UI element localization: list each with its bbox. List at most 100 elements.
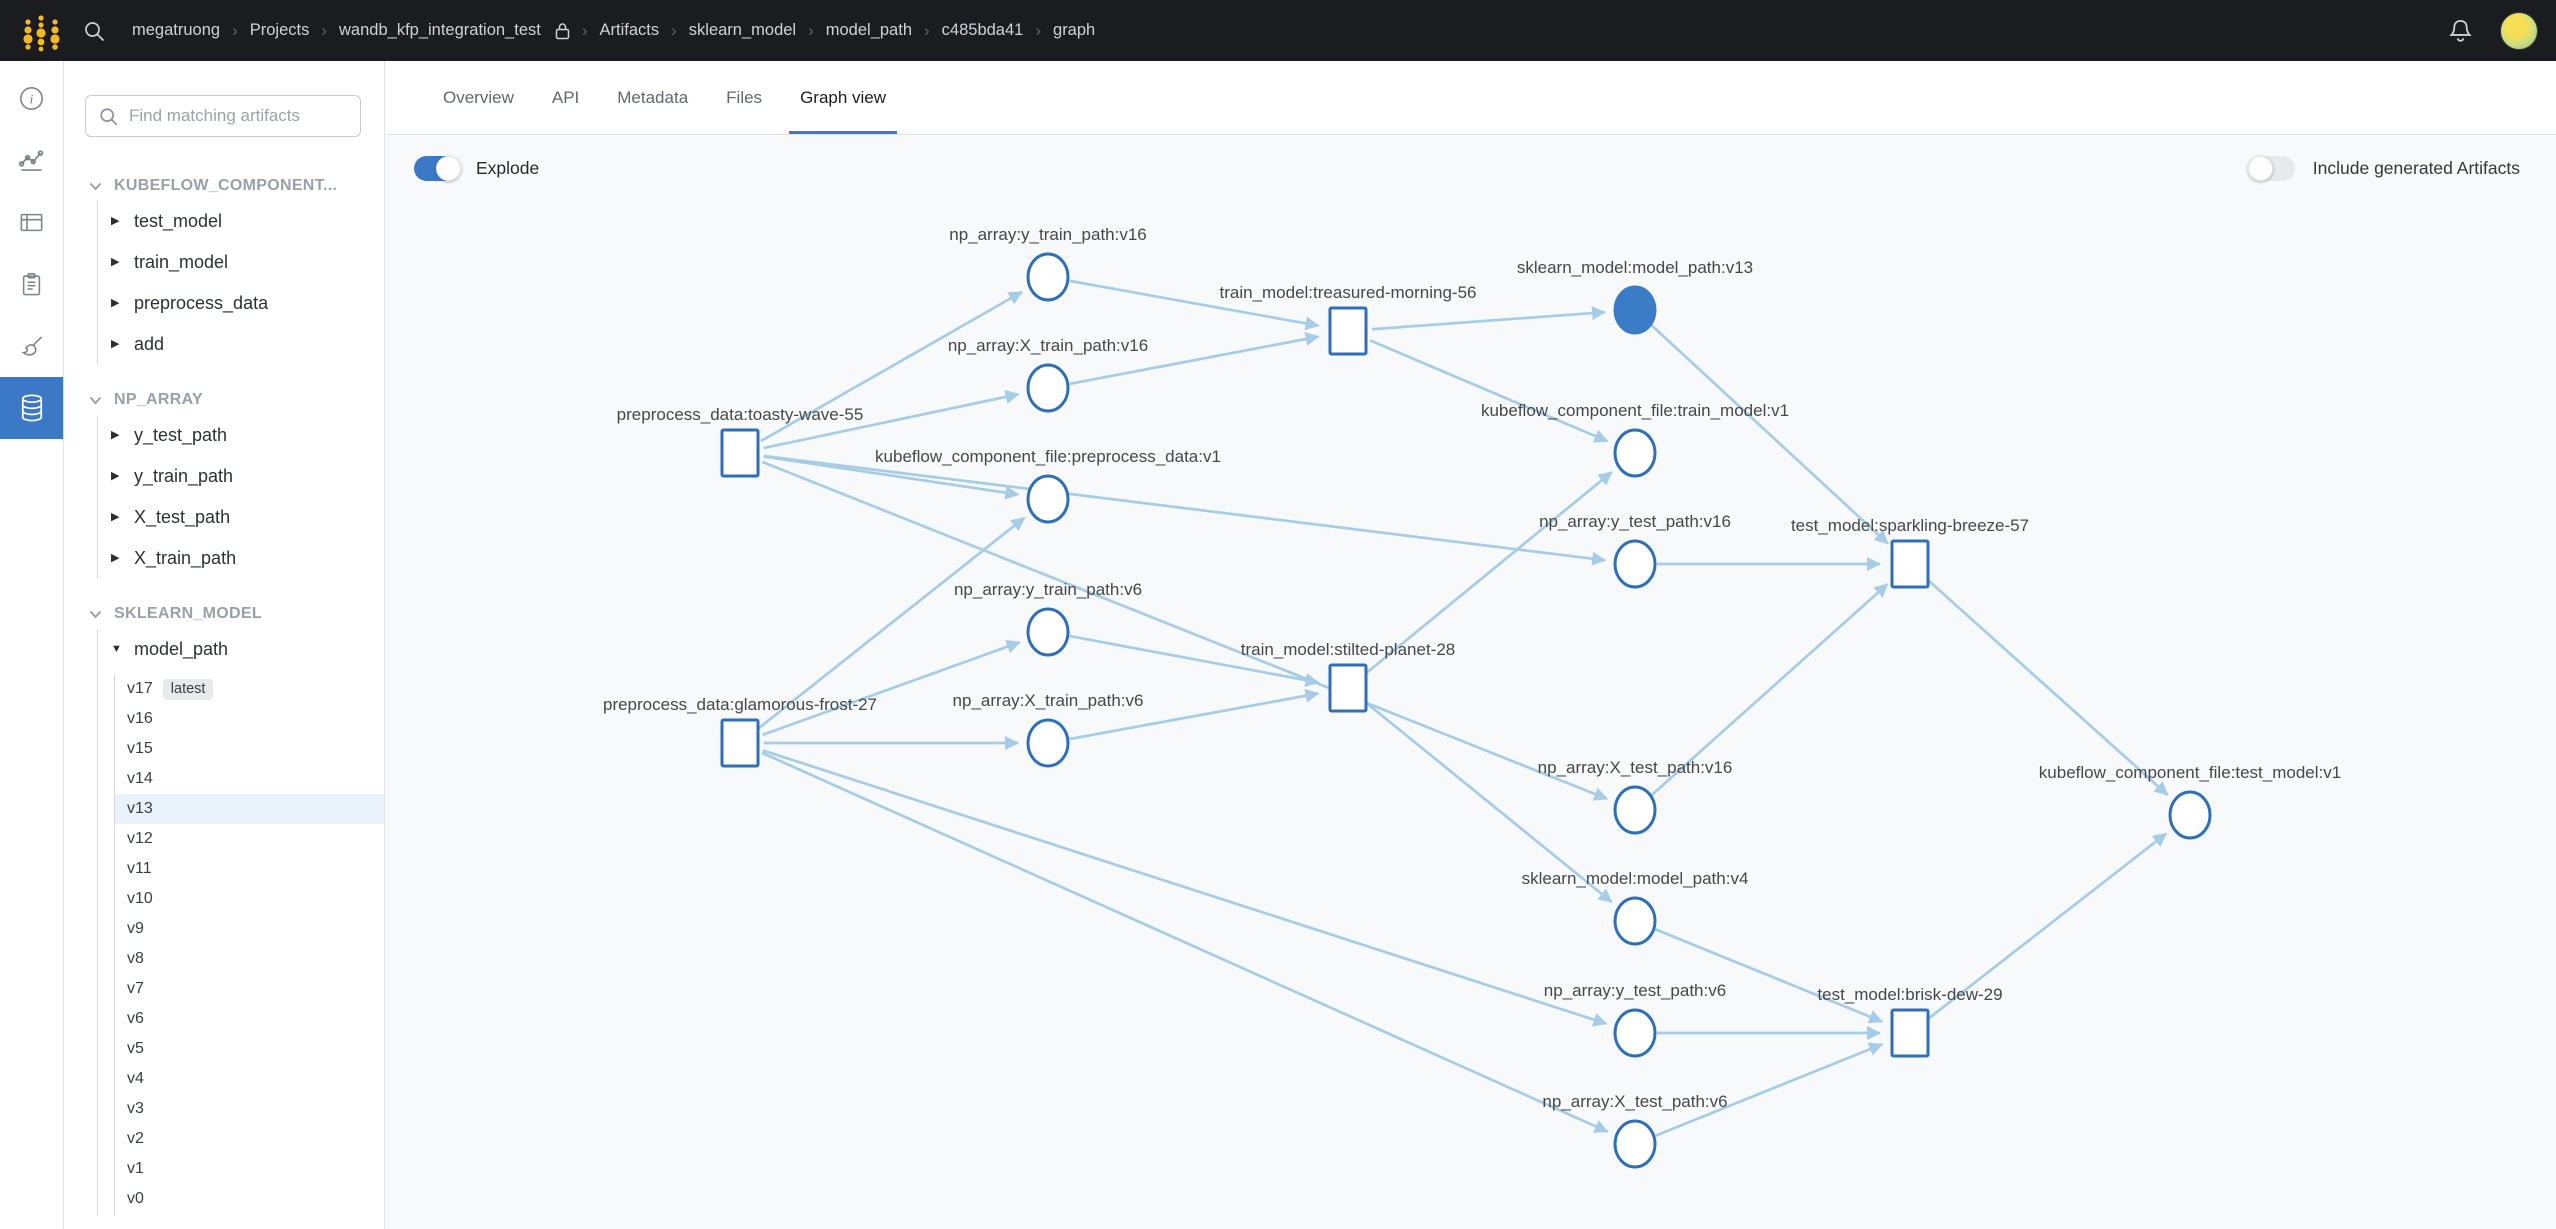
explode-toggle[interactable] [414, 155, 461, 181]
tab-files[interactable]: Files [726, 87, 763, 107]
version-item-v0[interactable]: v0 [115, 1184, 384, 1214]
wandb-logo[interactable] [18, 9, 66, 53]
tree-section-header[interactable]: SKLEARN_MODEL [64, 601, 384, 627]
run-node-shape [1890, 1008, 1930, 1058]
graph-edge-y_train6-stilted [1069, 634, 1320, 687]
version-item-v8[interactable]: v8 [115, 944, 384, 974]
graph-node-stilted[interactable]: train_model:stilted-planet-28 [1241, 640, 1456, 713]
tree-section-header[interactable]: NP_ARRAY [64, 387, 384, 413]
tree-item-y_train_path[interactable]: ▶y_train_path [98, 456, 384, 497]
graph-node-kf_pre[interactable]: kubeflow_component_file:preprocess_data:… [875, 447, 1221, 524]
graph-node-x_train16[interactable]: np_array:X_train_path:v16 [948, 336, 1148, 413]
tab-overview[interactable]: Overview [443, 87, 514, 107]
triangle-down-icon: ▼ [111, 643, 122, 655]
chevron-down-icon [89, 610, 102, 618]
broom-icon [21, 335, 43, 356]
graph-node-x_test6[interactable]: np_array:X_test_path:v6 [1542, 1092, 1728, 1169]
version-item-v6[interactable]: v6 [115, 1004, 384, 1034]
notifications-bell-icon[interactable] [2447, 17, 2474, 45]
version-item-v3[interactable]: v3 [115, 1094, 384, 1124]
artifact-search[interactable] [85, 95, 361, 137]
breadcrumb-item[interactable]: sklearn_model [688, 21, 797, 39]
graph-node-y_train6[interactable]: np_array:y_train_path:v6 [954, 580, 1142, 657]
tree-item-X_train_path[interactable]: ▶X_train_path [98, 538, 384, 579]
breadcrumb-item[interactable]: Projects [249, 21, 310, 39]
tree-item-X_test_path[interactable]: ▶X_test_path [98, 497, 384, 538]
sidebar-item-tables[interactable] [0, 191, 63, 253]
graph-node-label: np_array:y_test_path:v16 [1539, 512, 1731, 531]
tab-graph-view[interactable]: Graph view [789, 61, 898, 134]
breadcrumb-item[interactable]: c485bda41 [941, 21, 1024, 39]
breadcrumb-item[interactable]: model_path [825, 21, 912, 39]
version-item-v13[interactable]: v13 [115, 794, 384, 824]
tree-item-test_model[interactable]: ▶test_model [98, 201, 384, 242]
graph-node-y_train16[interactable]: np_array:y_train_path:v16 [949, 225, 1147, 302]
breadcrumb-item[interactable]: Artifacts [599, 21, 660, 39]
lock-icon [555, 22, 570, 39]
version-item-v15[interactable]: v15 [115, 734, 384, 764]
version-item-v4[interactable]: v4 [115, 1064, 384, 1094]
version-item-v16[interactable]: v16 [115, 704, 384, 734]
tree-item-model_path[interactable]: ▼ model_path [98, 629, 384, 670]
graph-node-model13[interactable]: sklearn_model:model_path:v13 [1517, 258, 1753, 335]
graph-node-label: np_array:X_test_path:v6 [1542, 1092, 1727, 1111]
version-item-v9[interactable]: v9 [115, 914, 384, 944]
graph-node-label: np_array:X_test_path:v16 [1538, 758, 1733, 777]
graph-node-model4[interactable]: sklearn_model:model_path:v4 [1522, 869, 1749, 946]
version-item-v2[interactable]: v2 [115, 1124, 384, 1154]
tree-item-y_test_path[interactable]: ▶y_test_path [98, 415, 384, 456]
version-item-v12[interactable]: v12 [115, 824, 384, 854]
graph-node-label: train_model:stilted-planet-28 [1241, 640, 1456, 659]
breadcrumb-item[interactable]: graph [1053, 21, 1096, 39]
graph-node-kf_test[interactable]: kubeflow_component_file:test_model:v1 [2039, 763, 2341, 840]
sidebar-item-sweeps[interactable] [0, 315, 63, 377]
graph-node-kf_train[interactable]: kubeflow_component_file:train_model:v1 [1481, 401, 1789, 478]
version-label: v10 [127, 890, 153, 907]
graph-node-treasured[interactable]: train_model:treasured-morning-56 [1219, 283, 1477, 356]
graph-node-brisk[interactable]: test_model:brisk-dew-29 [1817, 985, 2003, 1058]
graph-edge-stilted-model4 [1365, 702, 1613, 904]
tree-section-items: ▶test_model▶train_model▶preprocess_data▶… [97, 201, 384, 365]
version-label: v17 [127, 680, 153, 697]
sidebar-item-charts[interactable] [0, 129, 63, 191]
tree-item-train_model[interactable]: ▶train_model [98, 242, 384, 283]
tab-api[interactable]: API [551, 87, 580, 107]
sidebar-item-reports[interactable] [0, 253, 63, 315]
search-icon[interactable] [82, 19, 106, 43]
graph-node-x_test16[interactable]: np_array:X_test_path:v16 [1538, 758, 1733, 835]
latest-badge: latest [162, 678, 214, 700]
sidebar-item-overview[interactable]: i [0, 67, 63, 129]
breadcrumb-item[interactable]: megatruong [132, 21, 221, 39]
graph-edge-toasty-x_train16 [763, 390, 1020, 450]
tab-metadata[interactable]: Metadata [617, 87, 689, 107]
chevron-down-icon [89, 396, 102, 404]
version-item-v17[interactable]: v17 latest [115, 674, 384, 704]
sidebar-item-artifacts[interactable] [0, 377, 63, 439]
breadcrumb-item[interactable]: wandb_kfp_integration_test [339, 21, 541, 39]
version-item-v7[interactable]: v7 [115, 974, 384, 1004]
tree-section-header[interactable]: KUBEFLOW_COMPONENT... [64, 173, 384, 199]
graph-edge-sparkling-kf_test [1926, 578, 2169, 796]
include-generated-artifacts-toggle[interactable] [2247, 155, 2295, 181]
avatar[interactable] [2500, 11, 2538, 50]
version-item-v11[interactable]: v11 [115, 854, 384, 884]
search-input[interactable] [129, 106, 350, 126]
graph-node-label: np_array:y_train_path:v16 [949, 225, 1147, 244]
version-item-v14[interactable]: v14 [115, 764, 384, 794]
tree-item-add[interactable]: ▶add [98, 324, 384, 365]
version-item-v1[interactable]: v1 [115, 1154, 384, 1184]
graph-node-y_test16[interactable]: np_array:y_test_path:v16 [1539, 512, 1731, 589]
version-label: v4 [127, 1070, 144, 1087]
line-chart-icon [18, 149, 44, 171]
version-item-v10[interactable]: v10 [115, 884, 384, 914]
version-item-v5[interactable]: v5 [115, 1034, 384, 1064]
graph-node-y_test6[interactable]: np_array:y_test_path:v6 [1544, 981, 1726, 1058]
graph-node-glamorous[interactable]: preprocess_data:glamorous-frost-27 [603, 695, 877, 768]
tree-item-label: model_path [134, 639, 229, 659]
tree-item-preprocess_data[interactable]: ▶preprocess_data [98, 283, 384, 324]
graph-edge-brisk-kf_test [1928, 832, 2168, 1020]
tree-item-label: y_train_path [134, 466, 234, 486]
graph-node-sparkling[interactable]: test_model:sparkling-breeze-57 [1791, 516, 2029, 589]
graph-node-x_train6[interactable]: np_array:X_train_path:v6 [953, 691, 1144, 768]
graph-node-toasty[interactable]: preprocess_data:toasty-wave-55 [617, 405, 864, 478]
